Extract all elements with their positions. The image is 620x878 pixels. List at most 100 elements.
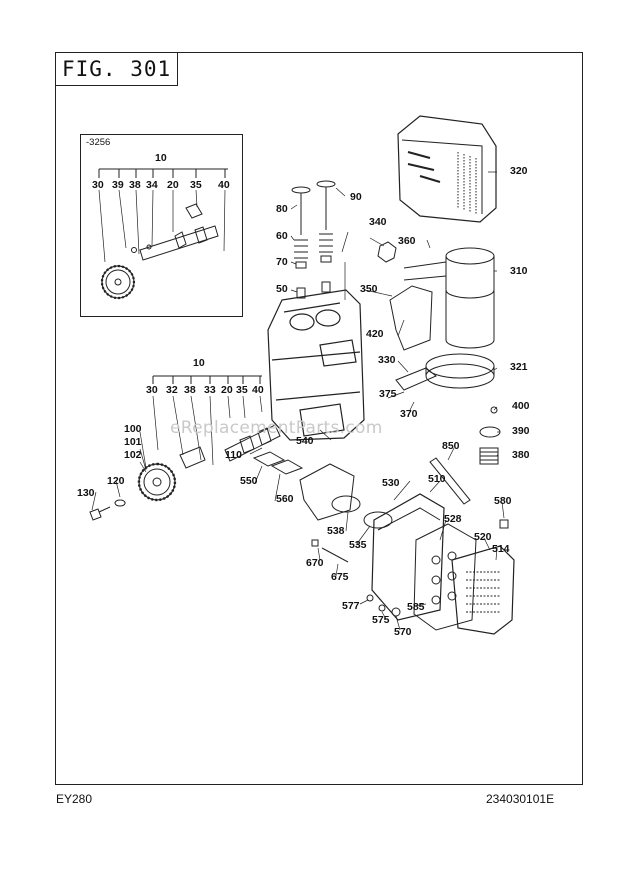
figure-title: FIG. 301 [62,57,172,81]
figure-title-box [56,53,178,86]
main-gear [137,462,177,502]
muffler-cover [397,115,497,223]
model-code: EY280 [56,792,93,806]
callout-370: 370 [400,408,418,420]
inset-callout-38: 38 [129,179,141,191]
inset-bracket [98,168,228,178]
callout-380: 380 [512,449,530,461]
callout-102: 102 [124,449,142,461]
callout-310: 310 [510,265,528,277]
watermark: eReplacementParts.com [170,418,383,438]
callout-577: 577 [342,600,360,612]
gasket-550 [252,451,286,467]
inset-callout-20: 20 [167,179,179,191]
callout-375: 375 [379,388,397,400]
muffler-body [403,247,495,349]
gasket-560 [270,459,304,475]
shaft-callout-38: 38 [184,384,196,396]
callout-80: 80 [276,203,288,215]
bolt-580 [499,519,509,529]
callout-560: 560 [276,493,294,505]
screw-670 [311,539,319,547]
shaft-callout-40: 40 [252,384,264,396]
gear-washer [114,499,126,507]
bolt-400 [490,406,498,414]
air-cleaner-base [371,493,445,621]
callout-550: 550 [240,475,258,487]
inset-callout-30: 30 [92,179,104,191]
callout-320: 320 [510,165,528,177]
gear-bolt [89,506,111,521]
muffler-bracket [395,367,437,391]
callout-330: 330 [378,354,396,366]
shaft-group-label: 10 [193,357,205,369]
part-number: 234030101E [486,792,555,806]
callout-340: 340 [369,216,387,228]
callout-670: 670 [306,557,324,569]
callout-538: 538 [327,525,345,537]
callout-540: 540 [296,435,314,447]
callout-350: 350 [360,283,378,295]
exhaust-gasket [377,241,397,263]
callout-70: 70 [276,256,288,268]
pipe-850 [429,457,471,505]
callout-850: 850 [442,440,460,452]
inset-callout-35: 35 [190,179,202,191]
inset-callout-34: 34 [146,179,158,191]
inset-camshaft [131,203,219,261]
callout-100: 100 [124,423,142,435]
callout-321: 321 [510,361,528,373]
inset-callout-39: 39 [112,179,124,191]
air-cleaner-cover [451,545,515,635]
callout-570: 570 [394,626,412,638]
valve-leaders [290,187,349,300]
callout-400: 400 [512,400,530,412]
callout-110: 110 [225,449,242,461]
fitting-380 [479,447,499,465]
callout-50: 50 [276,283,288,295]
shaft-callout-30: 30 [146,384,158,396]
callout-90: 90 [350,191,362,203]
inset-group-label: 10 [155,152,167,164]
callout-575: 575 [372,614,390,626]
nut-577 [366,594,374,602]
nut-570 [391,607,401,617]
callout-520: 520 [474,531,492,543]
callout-130: 130 [77,487,95,499]
shaft-callout-20: 20 [221,384,233,396]
shaft-leaders [152,395,263,466]
callout-120: 120 [107,475,125,487]
callout-585: 585 [407,601,425,613]
inset-leaders [98,189,226,263]
callout-580: 580 [494,495,512,507]
shaft-callout-32: 32 [166,384,178,396]
muffler-band [425,353,495,389]
leader-lines [91,171,505,631]
callout-514: 514 [492,543,510,555]
shaft-bracket [152,375,262,384]
intake-valve [291,186,311,299]
shaft-callout-35: 35 [236,384,248,396]
engine-block [267,289,365,441]
callout-420: 420 [366,328,384,340]
callout-390: 390 [512,425,530,437]
callout-535: 535 [349,539,367,551]
inset-code: -3256 [86,137,111,148]
inset-callout-40: 40 [218,179,230,191]
shaft-callout-33: 33 [204,384,216,396]
inset-box [80,134,243,317]
exhaust-valve [316,180,336,293]
callout-101: 101 [124,436,142,448]
callout-510: 510 [428,473,446,485]
callout-675: 675 [331,571,349,583]
gasket-538 [331,495,361,513]
callout-60: 60 [276,230,288,242]
gasket-535 [363,511,393,529]
callout-528: 528 [444,513,462,525]
washer-575 [378,604,386,612]
heat-shield [389,285,433,351]
figure-frame [55,52,583,785]
main-camshaft [179,424,281,469]
callout-360: 360 [398,235,416,247]
